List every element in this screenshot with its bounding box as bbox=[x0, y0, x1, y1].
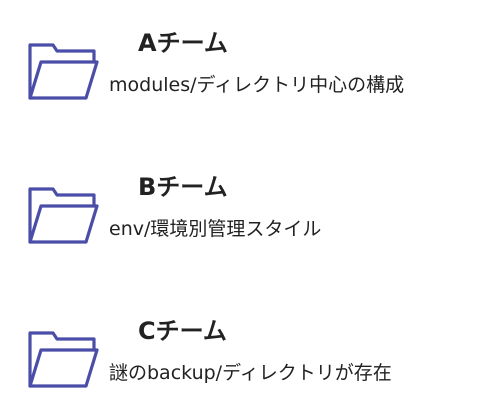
team-title: Cチーム bbox=[138, 317, 227, 345]
team-title: Bチーム bbox=[138, 173, 228, 201]
team-item-a: Aチーム modules/ディレクトリ中心の構成 bbox=[0, 26, 503, 116]
team-description: modules/ディレクトリ中心の構成 bbox=[109, 74, 405, 96]
team-description: 謎のbackup/ディレクトリが存在 bbox=[109, 362, 392, 384]
team-item-b: Bチーム env/環境別管理スタイル bbox=[0, 170, 503, 260]
folder-icon bbox=[26, 40, 100, 102]
team-description: env/環境別管理スタイル bbox=[109, 218, 322, 240]
folder-icon bbox=[26, 184, 100, 246]
folder-icon bbox=[26, 328, 100, 390]
team-item-c: Cチーム 謎のbackup/ディレクトリが存在 bbox=[0, 314, 503, 404]
team-title: Aチーム bbox=[138, 29, 228, 57]
